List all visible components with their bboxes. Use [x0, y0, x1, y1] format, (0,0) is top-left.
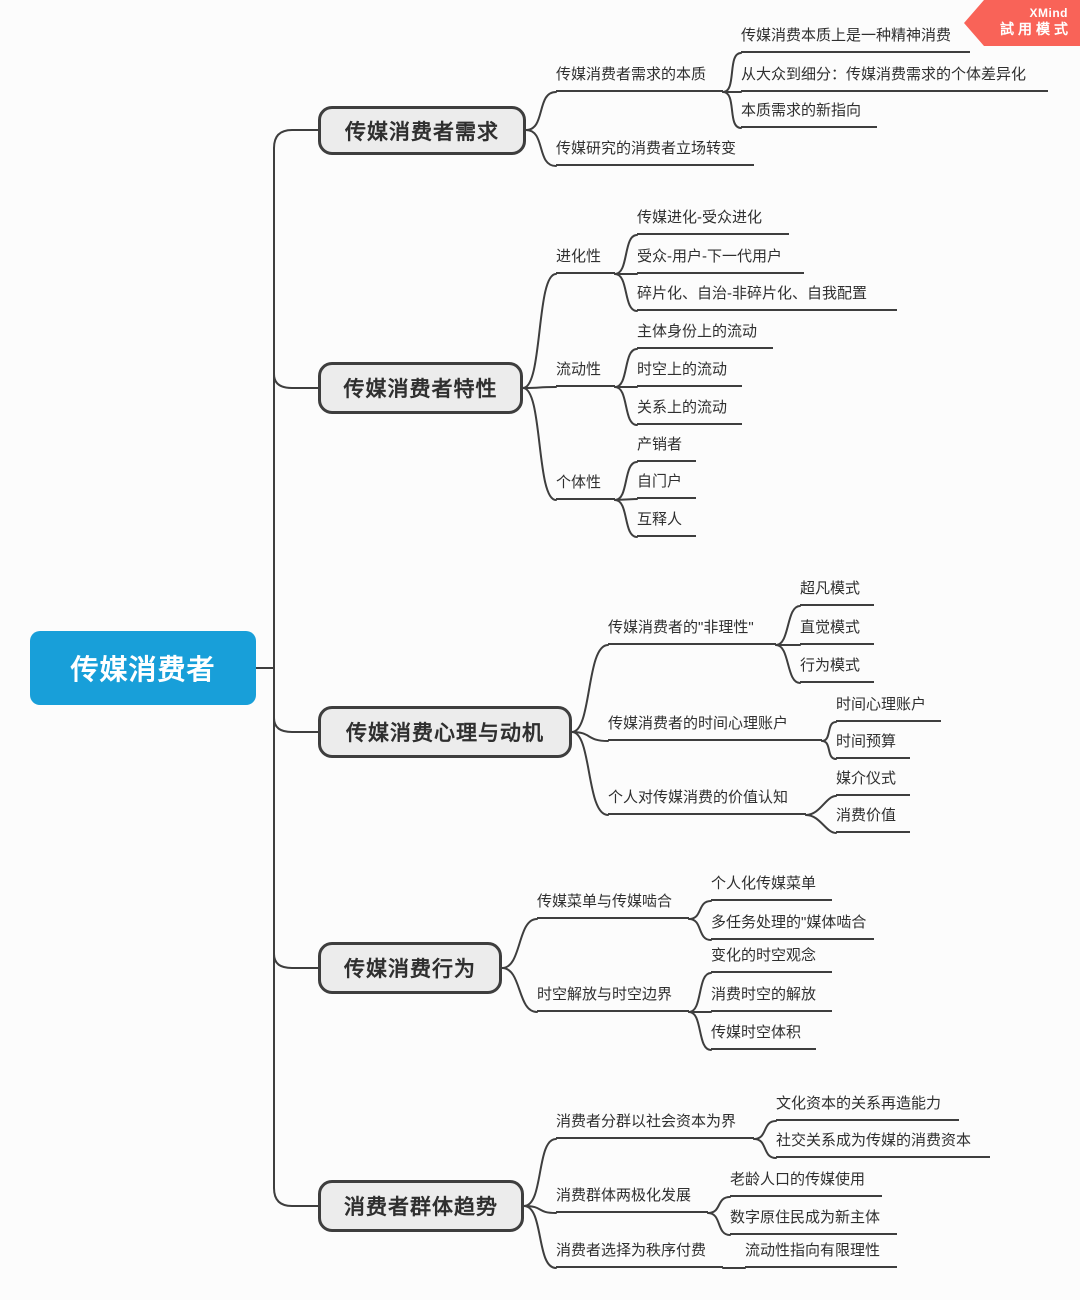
leaf-topic[interactable]: 自门户: [637, 471, 696, 499]
subtopic[interactable]: 流动性: [556, 359, 615, 387]
leaf-topic[interactable]: 时空上的流动: [637, 359, 742, 387]
leaf-topic[interactable]: 数字原住民成为新主体: [730, 1207, 897, 1235]
leaf-topic[interactable]: 流动性指向有限理性: [745, 1240, 897, 1268]
leaf-topic[interactable]: 关系上的流动: [637, 397, 742, 425]
xmind-logo-text: XMind: [1029, 6, 1068, 20]
leaf-topic[interactable]: 消费时空的解放: [711, 984, 832, 1012]
branch-topic-needs[interactable]: 传媒消费者需求: [318, 106, 526, 155]
subtopic[interactable]: 传媒菜单与传媒啮合: [537, 891, 689, 919]
leaf-topic[interactable]: 多任务处理的"媒体啮合: [711, 912, 874, 940]
leaf-topic[interactable]: 超凡模式: [800, 578, 874, 606]
ribbon-text: XMind 試用模式: [962, 0, 1080, 46]
branch-topic-traits[interactable]: 传媒消费者特性: [318, 362, 523, 414]
subtopic[interactable]: 进化性: [556, 246, 615, 274]
leaf-topic[interactable]: 变化的时空观念: [711, 945, 832, 973]
leaf-topic[interactable]: 个人化传媒菜单: [711, 873, 832, 901]
leaf-topic[interactable]: 传媒时空体积: [711, 1022, 816, 1050]
leaf-topic[interactable]: 媒介仪式: [836, 768, 910, 796]
leaf-topic[interactable]: 社交关系成为传媒的消费资本: [776, 1130, 990, 1158]
leaf-topic[interactable]: 受众-用户-下一代用户: [637, 246, 804, 274]
branch-topic-trends[interactable]: 消费者群体趋势: [318, 1180, 524, 1232]
subtopic[interactable]: 传媒消费者的"非理性": [608, 617, 776, 645]
leaf-topic[interactable]: 从大众到细分：传媒消费需求的个体差异化: [741, 64, 1048, 92]
subtopic[interactable]: 传媒消费者的时间心理账户: [608, 713, 822, 741]
subtopic[interactable]: 个人对传媒消费的价值认知: [608, 787, 806, 815]
ribbon-shape: [964, 0, 1080, 46]
subtopic[interactable]: 消费者分群以社会资本为界: [556, 1111, 754, 1139]
leaf-topic[interactable]: 直觉模式: [800, 617, 874, 645]
leaf-topic[interactable]: 时间心理账户: [836, 694, 941, 722]
subtopic[interactable]: 传媒消费者需求的本质: [556, 64, 723, 92]
subtopic[interactable]: 个体性: [556, 472, 615, 500]
leaf-topic[interactable]: 时间预算: [836, 731, 910, 759]
branch-topic-psychology[interactable]: 传媒消费心理与动机: [318, 706, 572, 758]
leaf-topic[interactable]: 消费价值: [836, 805, 910, 833]
trial-mode-label: 試用模式: [1000, 21, 1072, 37]
branch-topic-behavior[interactable]: 传媒消费行为: [318, 942, 502, 994]
leaf-topic[interactable]: 传媒进化-受众进化: [637, 207, 789, 235]
leaf-topic[interactable]: 传媒消费本质上是一种精神消费: [741, 25, 970, 53]
leaf-topic[interactable]: 本质需求的新指向: [741, 100, 877, 128]
leaf-topic[interactable]: 行为模式: [800, 655, 874, 683]
leaf-topic[interactable]: 产销者: [637, 434, 696, 462]
leaf-topic[interactable]: 老龄人口的传媒使用: [730, 1169, 882, 1197]
root-topic[interactable]: 传媒消费者: [30, 631, 256, 705]
leaf-topic[interactable]: 碎片化、自治-非碎片化、自我配置: [637, 283, 897, 311]
subtopic[interactable]: 消费者选择为秩序付费: [556, 1240, 723, 1268]
trial-mode-badge[interactable]: XMind 試用模式: [962, 0, 1080, 46]
subtopic[interactable]: 消费群体两极化发展: [556, 1185, 708, 1213]
subtopic[interactable]: 传媒研究的消费者立场转变: [556, 138, 754, 166]
leaf-topic[interactable]: 主体身份上的流动: [637, 321, 773, 349]
leaf-topic[interactable]: 文化资本的关系再造能力: [776, 1093, 959, 1121]
leaf-topic[interactable]: 互释人: [637, 509, 696, 537]
subtopic[interactable]: 时空解放与时空边界: [537, 984, 689, 1012]
